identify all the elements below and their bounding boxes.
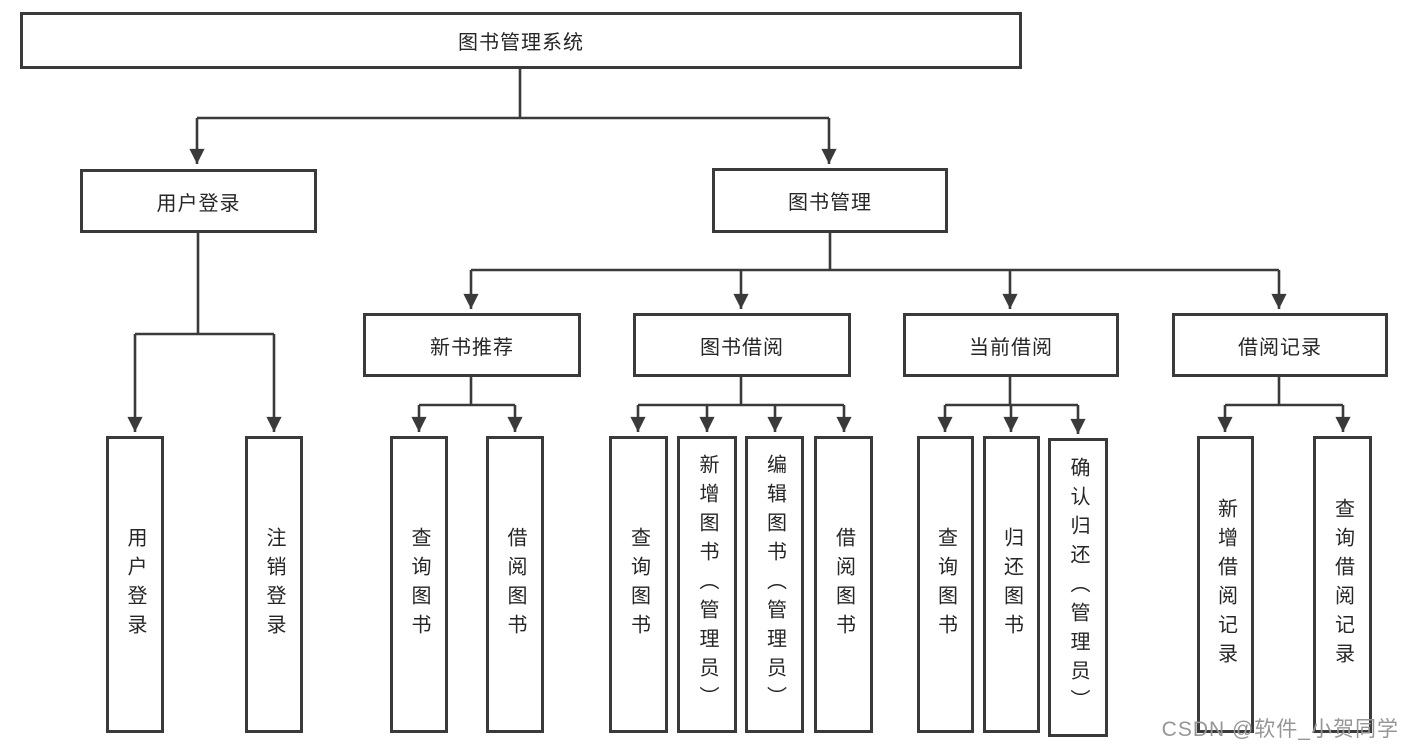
node-current-borrowing: 当前借阅 [903,313,1119,377]
node-new-book-recommend-label: 新书推荐 [430,336,514,359]
node-root-label: 图书管理系统 [458,32,584,54]
leaf-rec-query-books: 查询图书 [390,436,448,733]
leaf-cb-return-books: 归还图书 [983,436,1040,733]
leaf-rec-borrow-books: 借阅图书 [486,436,544,733]
leaf-bb-add-books-admin: 新增图书（管理员） [677,436,737,733]
leaf-br-query-record: 查询借阅记录 [1313,436,1372,733]
node-book-management: 图书管理 [712,168,948,233]
node-book-management-label: 图书管理 [788,192,872,214]
leaf-br-add-record: 新增借阅记录 [1197,436,1254,733]
leaf-bb-borrow-books: 借阅图书 [814,436,873,733]
leaf-bb-query-books: 查询图书 [609,436,668,733]
leaf-user-login: 用户登录 [106,436,164,733]
leaf-rec-borrow-books-label: 借阅图书 [504,526,526,643]
node-user-login: 用户登录 [80,169,317,233]
leaf-rec-query-books-label: 查询图书 [408,526,430,643]
leaf-logout: 注销登录 [245,436,303,733]
node-root: 图书管理系统 [20,12,1022,69]
leaf-cb-query-books: 查询图书 [917,436,974,733]
leaf-bb-edit-books-admin: 编辑图书（管理员） [745,436,804,733]
leaf-br-add-record-label: 新增借阅记录 [1214,497,1237,672]
node-current-borrowing-label: 当前借阅 [969,336,1053,359]
leaf-bb-edit-books-admin-label: 编辑图书（管理员） [763,454,786,715]
leaf-bb-borrow-books-label: 借阅图书 [832,526,855,643]
csdn-watermark: CSDN @软件_小贺同学 [1161,718,1399,741]
leaf-user-login-label: 用户登录 [124,526,146,643]
leaf-br-query-record-label: 查询借阅记录 [1331,497,1354,672]
leaf-cb-confirm-return-admin: 确认归还（管理员） [1048,438,1108,737]
leaf-bb-query-books-label: 查询图书 [627,526,650,643]
leaf-cb-confirm-return-admin-label: 确认归还（管理员） [1067,457,1089,718]
leaf-logout-label: 注销登录 [263,526,285,643]
node-user-login-label: 用户登录 [156,192,241,215]
leaf-cb-query-books-label: 查询图书 [934,526,957,643]
leaf-bb-add-books-admin-label: 新增图书（管理员） [696,454,718,715]
node-new-book-recommend: 新书推荐 [363,313,581,377]
node-borrow-records: 借阅记录 [1172,313,1388,377]
node-borrow-records-label: 借阅记录 [1238,336,1322,359]
node-book-borrowing: 图书借阅 [633,313,851,377]
leaf-cb-return-books-label: 归还图书 [1000,526,1023,643]
node-book-borrowing-label: 图书借阅 [700,336,784,359]
